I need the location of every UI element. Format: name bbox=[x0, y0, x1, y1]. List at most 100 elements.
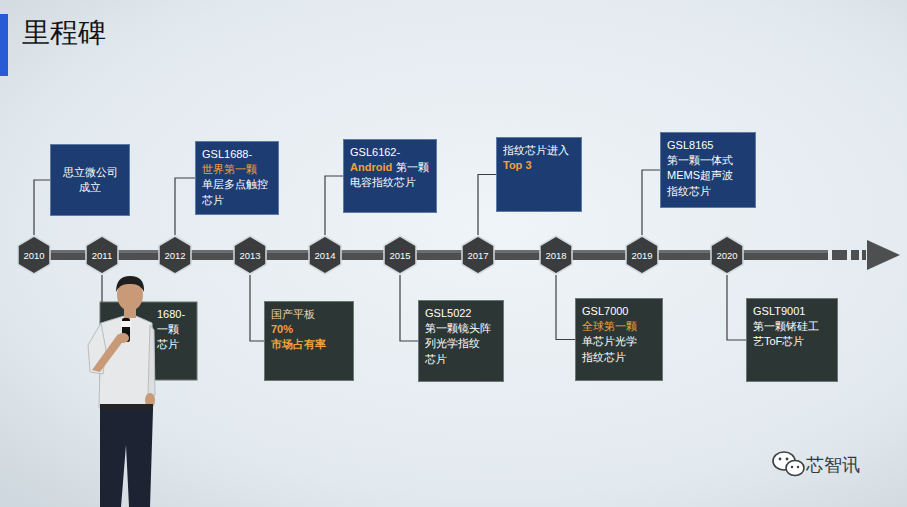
hexagon-outline bbox=[626, 236, 658, 274]
milestone-box-above: GSL6162- Android 第一颗电容指纹芯片 bbox=[343, 139, 437, 213]
year-hexagon: 2015 bbox=[383, 235, 417, 275]
milestone-text: 指纹芯片进入 bbox=[503, 144, 569, 156]
year-hexagon: 2014 bbox=[308, 235, 342, 275]
text-line: 第一颗镜头阵 列光学指纹 芯片 bbox=[425, 321, 497, 367]
year-label: 2017 bbox=[467, 250, 488, 261]
text-line: 世界第一颗 bbox=[202, 162, 272, 177]
year-label: 2014 bbox=[314, 250, 335, 261]
text-line: 第一颗锗硅工 艺ToF芯片 bbox=[753, 319, 831, 349]
leader-connector bbox=[101, 275, 102, 302]
timeline-arrowhead bbox=[867, 240, 900, 270]
milestone-text: GSL1688- bbox=[202, 148, 252, 160]
year-hexagon: 2011 bbox=[85, 235, 119, 275]
leader-connector bbox=[556, 275, 575, 340]
hexagon-outline bbox=[18, 236, 50, 274]
text-line: 指纹芯片进入 bbox=[503, 143, 575, 158]
milestone-text: 单芯片光学 指纹芯片 bbox=[582, 335, 637, 362]
text-line: Android 第一颗 bbox=[350, 160, 430, 175]
hexagon-outline bbox=[86, 236, 118, 274]
year-label: 2015 bbox=[389, 250, 410, 261]
presenter-belt bbox=[100, 404, 153, 410]
milestone-box-above: GSL8165 第一颗一体式 MEMS超声波 指纹芯片 bbox=[660, 132, 756, 208]
leader-connector bbox=[34, 180, 50, 235]
text-line: 全球第一颗 bbox=[582, 319, 656, 334]
year-label: 2010 bbox=[23, 250, 44, 261]
presenter-arm bbox=[148, 325, 155, 395]
milestone-box-below: GSL7000全球第一颗单芯片光学 指纹芯片 bbox=[575, 298, 663, 381]
milestone-text: 世界第一颗 bbox=[202, 163, 257, 175]
title-accent-bar bbox=[0, 14, 8, 76]
hexagon-outline bbox=[234, 236, 266, 274]
year-hexagon: 2018 bbox=[539, 235, 573, 275]
text-line: 电容指纹芯片 bbox=[350, 175, 430, 190]
year-label: 2018 bbox=[545, 250, 566, 261]
text-line: 单层多点触控 芯片 bbox=[202, 177, 272, 207]
watermark-text: 芯智讯 bbox=[806, 453, 860, 477]
milestone-box-below: GSL5022 第一颗镜头阵 列光学指纹 芯片 bbox=[418, 300, 504, 382]
text-line: GSL1688- bbox=[202, 147, 272, 162]
text-line: 70%市场占有率 bbox=[271, 322, 347, 352]
hexagon-outline bbox=[309, 236, 341, 274]
presenter-hair bbox=[116, 276, 144, 292]
wechat-icon bbox=[773, 452, 804, 476]
text-line: 思立微公司 成立 bbox=[57, 165, 123, 195]
milestone-box-below: 国产平板 70%市场占有率 bbox=[264, 301, 354, 381]
text-line: 第一颗一体式 MEMS超声波 指纹芯片 bbox=[667, 153, 749, 199]
milestone-text: GSL5022 bbox=[425, 307, 471, 319]
leader-connector bbox=[400, 275, 418, 341]
year-label: 2013 bbox=[239, 250, 260, 261]
milestone-text: 全球第一颗 bbox=[582, 320, 637, 332]
milestone-text: 思立微公司 成立 bbox=[63, 166, 118, 193]
milestone-text: 国产平板 bbox=[271, 308, 315, 320]
text-line: 1680- 一颗 芯片 bbox=[157, 307, 193, 353]
year-hexagon: 2012 bbox=[158, 235, 192, 275]
timeline-highlight bbox=[22, 250, 828, 253]
leader-connector bbox=[250, 275, 264, 341]
year-hexagon: 2019 bbox=[625, 235, 659, 275]
milestone-text: 第一颗一体式 MEMS超声波 指纹芯片 bbox=[667, 154, 733, 196]
text-line: Top 3 bbox=[503, 158, 575, 173]
milestone-box-above: 指纹芯片进入 Top 3 bbox=[496, 137, 582, 212]
presenter-fist bbox=[117, 333, 129, 343]
leader-connector bbox=[325, 176, 343, 235]
milestone-box-above: GSL1688- 世界第一颗单层多点触控 芯片 bbox=[195, 141, 279, 215]
text-line: GSL5022 bbox=[425, 306, 497, 321]
hexagon-outline bbox=[159, 236, 191, 274]
text-line: GSL7000 bbox=[582, 304, 656, 319]
text-line: 国产平板 bbox=[271, 307, 347, 322]
year-label: 2020 bbox=[716, 250, 737, 261]
milestone-text: 第一颗锗硅工 艺ToF芯片 bbox=[753, 320, 819, 347]
milestone-text: GSL8165 bbox=[667, 139, 713, 151]
year-hexagon: 2010 bbox=[17, 235, 51, 275]
milestone-text: Android bbox=[350, 161, 392, 173]
leader-connector bbox=[478, 175, 496, 236]
milestone-text: GSL6162- bbox=[350, 146, 400, 158]
leader-connector bbox=[727, 275, 746, 340]
leader-connector bbox=[642, 170, 660, 235]
milestone-text: 第一颗镜头阵 列光学指纹 芯片 bbox=[425, 322, 491, 364]
milestone-text: Top 3 bbox=[503, 159, 532, 171]
milestone-text: GSLT9001 bbox=[753, 305, 805, 317]
milestone-text: 1680- 一颗 芯片 bbox=[157, 308, 185, 350]
milestone-text: 第一颗 bbox=[396, 161, 429, 173]
milestone-box-above: 思立微公司 成立 bbox=[50, 144, 130, 216]
presenter-trousers bbox=[100, 410, 153, 507]
milestone-box-below: GSLT9001 第一颗锗硅工 艺ToF芯片 bbox=[746, 298, 838, 382]
microphone-flag bbox=[121, 321, 131, 327]
year-label: 2011 bbox=[92, 250, 112, 261]
year-hexagon: 2017 bbox=[461, 235, 495, 275]
hexagon-outline bbox=[384, 236, 416, 274]
milestone-box-hidden: 1680- 一颗 芯片 bbox=[100, 302, 197, 380]
timeline-bar bbox=[22, 250, 828, 260]
timeline-dash bbox=[851, 250, 859, 260]
hexagon-outline bbox=[462, 236, 494, 274]
text-line: GSL6162- bbox=[350, 145, 430, 160]
hexagon-outline bbox=[711, 236, 743, 274]
timeline-dash bbox=[832, 250, 847, 260]
year-label: 2012 bbox=[164, 250, 185, 261]
text-line: GSLT9001 bbox=[753, 304, 831, 319]
year-hexagon: 2013 bbox=[233, 235, 267, 275]
